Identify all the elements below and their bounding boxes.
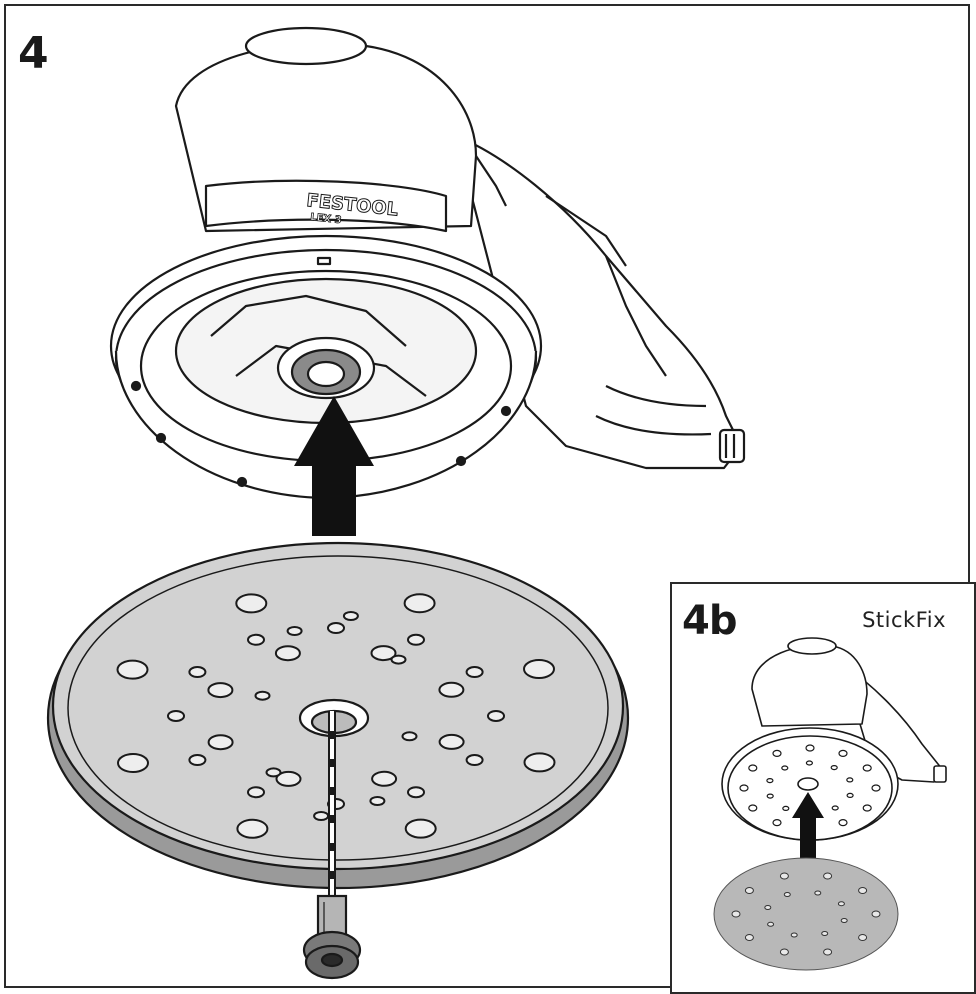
inset-disc-hole xyxy=(823,872,833,880)
inset-disc-hole xyxy=(783,892,791,897)
inset-disc-hole xyxy=(767,921,775,927)
pad-hole xyxy=(207,682,234,699)
inset-pad-hole xyxy=(782,805,790,811)
step-number: 4 xyxy=(18,28,49,79)
inset-pad-hole xyxy=(846,792,854,798)
pad-hole xyxy=(407,786,425,799)
pad-hole xyxy=(390,654,407,665)
screw-icon xyxy=(302,894,362,980)
inset-disc-hole xyxy=(858,887,868,894)
inset-disc-holes xyxy=(731,872,881,956)
pad-hole xyxy=(188,754,207,766)
step-4-panel: 4 xyxy=(4,4,976,994)
pad-hole xyxy=(523,659,555,679)
inset-caption: StickFix xyxy=(862,608,946,632)
pad-hole xyxy=(286,626,303,636)
inset-pad-hole xyxy=(862,764,872,772)
inset-pad-hole xyxy=(772,819,782,827)
inset-pad-hole xyxy=(871,784,881,792)
inset-disc-hole xyxy=(764,905,772,910)
pad-hole xyxy=(487,710,505,722)
inset-disc-hole xyxy=(744,934,754,941)
inset-sanding-disc-icon xyxy=(713,857,899,971)
main-illustration: FESTOOL LEX 3 xyxy=(46,26,746,980)
inset-pad-hole xyxy=(862,804,872,812)
inset-disc-hole xyxy=(871,910,881,918)
pad-hole xyxy=(465,754,484,766)
pad-hole xyxy=(275,770,302,787)
pad-hole xyxy=(235,593,268,614)
inset-disc-hole xyxy=(821,931,829,936)
inset-pad-hole xyxy=(748,764,758,772)
inset-sander-tool-icon xyxy=(721,637,947,841)
pad-hole xyxy=(465,666,484,678)
pad-hole xyxy=(207,734,234,751)
up-arrow-icon xyxy=(294,396,374,536)
pad-hole xyxy=(369,796,386,806)
inset-step-number: 4b xyxy=(682,598,737,644)
pad-hole xyxy=(167,710,185,722)
pad-hole xyxy=(403,593,436,614)
step-4b-inset: 4b StickFix xyxy=(670,582,976,994)
pad-hole xyxy=(265,767,282,778)
pad-hole xyxy=(188,666,207,678)
inset-pad-hole xyxy=(831,805,839,811)
pad-hole xyxy=(254,690,271,701)
inset-disc-hole xyxy=(790,932,798,938)
inset-pad-hole xyxy=(830,765,838,771)
inset-disc-hole xyxy=(779,948,789,956)
inset-disc-hole xyxy=(840,918,848,923)
inset-disc-hole xyxy=(858,934,868,941)
sanding-pad-icon xyxy=(46,541,630,890)
inset-up-arrow-icon xyxy=(792,792,824,858)
pad-hole xyxy=(327,622,345,634)
pad-hole xyxy=(116,659,149,680)
inset-pad-hole xyxy=(838,819,848,827)
inset-pad-hole xyxy=(748,804,758,812)
pad-holes xyxy=(116,593,556,839)
sander-tool-icon xyxy=(109,26,746,500)
inset-pad-hole xyxy=(766,778,774,784)
inset-pad-hole xyxy=(805,744,815,752)
inset-pad-hole xyxy=(846,777,854,783)
inset-disc-hole xyxy=(823,948,833,956)
pad-hole xyxy=(401,731,418,742)
pad-hole xyxy=(342,611,359,621)
inset-pad-hole xyxy=(781,765,789,771)
pad-hole xyxy=(236,818,269,839)
pad-hole xyxy=(247,633,265,646)
pad-hole xyxy=(404,818,437,839)
pad-hole xyxy=(370,645,397,662)
pad-hole xyxy=(117,753,149,773)
tool-model: LEX 3 xyxy=(310,212,342,226)
inset-illustration xyxy=(713,637,947,971)
pad-hole xyxy=(247,786,265,799)
inset-disc-hole xyxy=(814,890,822,896)
inset-pad-hole xyxy=(838,749,848,757)
pad-hole xyxy=(313,811,330,821)
pad-hole xyxy=(371,770,398,787)
pad-hole xyxy=(523,752,556,773)
inset-disc-hole xyxy=(731,910,741,918)
pad-hole xyxy=(407,633,425,646)
pad-hole xyxy=(438,733,465,750)
inset-disc-hole xyxy=(837,901,845,907)
inset-disc-hole xyxy=(779,872,789,880)
inset-disc-hole xyxy=(744,887,754,894)
inset-pad-hole xyxy=(739,784,749,792)
inset-pad-hole xyxy=(805,760,813,766)
pad-hole xyxy=(438,681,465,698)
inset-pad-hole xyxy=(772,749,782,757)
pad-hole xyxy=(274,645,301,662)
inset-pad-hole xyxy=(766,793,774,799)
